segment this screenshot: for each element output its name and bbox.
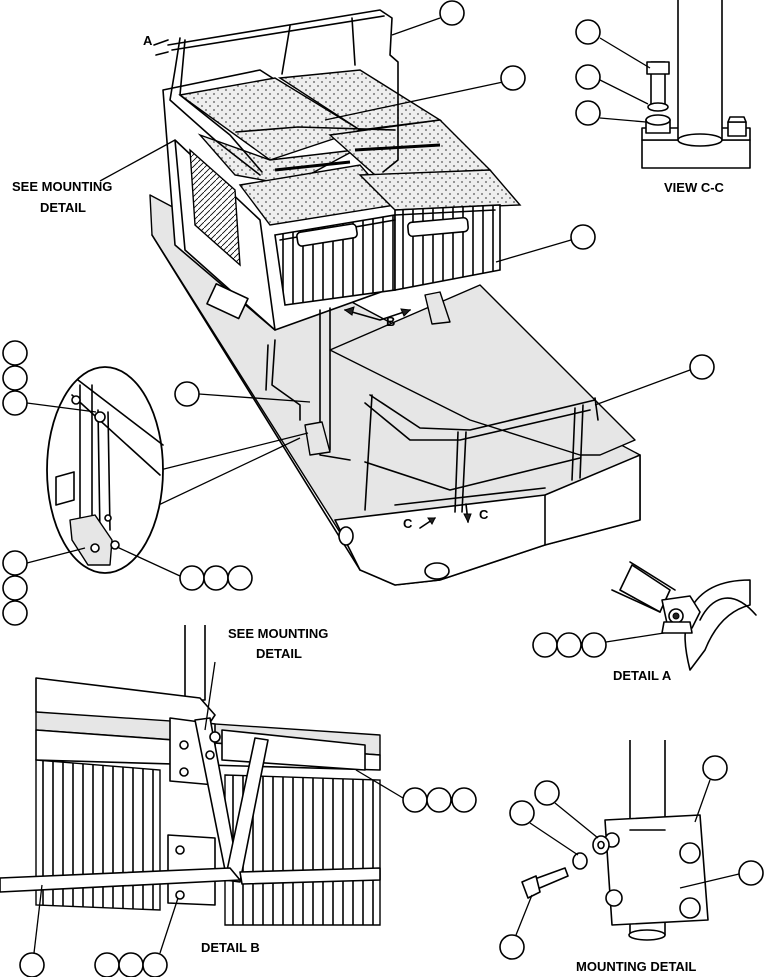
- view-a-label: A: [143, 33, 153, 48]
- view-c-right-label: C: [479, 507, 489, 522]
- callout-bubble: [203, 565, 229, 591]
- detail-b: [0, 625, 477, 977]
- callout-bubble: [532, 632, 558, 658]
- see-mounting-detail-top-line2: DETAIL: [40, 200, 86, 215]
- callout-bubble: [534, 780, 560, 806]
- callout-bubble: [509, 800, 535, 826]
- callout-bubble: [451, 787, 477, 813]
- view-c-left-label: C: [403, 516, 413, 531]
- view-cc-label: VIEW C-C: [664, 180, 725, 195]
- callout-bubble: [570, 224, 596, 250]
- callout-bubble: [575, 19, 601, 45]
- callout-bubble: [499, 934, 525, 960]
- callout-bubble: [142, 952, 168, 977]
- see-mounting-detail-bottom-line1: SEE MOUNTING: [228, 626, 328, 641]
- callout-bubble: [439, 0, 465, 26]
- view-b-label: B: [386, 314, 395, 329]
- callout-bubble: [2, 390, 28, 416]
- callout-bubble: [402, 787, 428, 813]
- callout-bubble: [227, 565, 253, 591]
- callout-bubble: [174, 381, 200, 407]
- callout-bubble: [575, 100, 601, 126]
- callout-bubble: [556, 632, 582, 658]
- callout-bubble: [500, 65, 526, 91]
- detail-a-label: DETAIL A: [613, 668, 672, 683]
- callout-bubble: [2, 575, 28, 601]
- mounting-detail: [499, 740, 764, 960]
- callout-bubble: [581, 632, 607, 658]
- callout-bubble: [94, 952, 120, 977]
- see-mounting-detail-bottom-line2: DETAIL: [256, 646, 302, 661]
- callout-bubble: [689, 354, 715, 380]
- view-cc-detail: [575, 0, 751, 169]
- mounting-zoom-oval: [2, 340, 309, 626]
- callout-bubble: [702, 755, 728, 781]
- callout-bubble: [19, 952, 45, 977]
- callout-bubble: [2, 600, 28, 626]
- mounting-detail-label: MOUNTING DETAIL: [576, 959, 696, 974]
- callout-bubble: [2, 365, 28, 391]
- callout-bubble: [2, 550, 28, 576]
- main-vehicle-view: [149, 9, 641, 586]
- main-view-callouts: [174, 0, 715, 407]
- see-mounting-top-leader: [99, 139, 176, 182]
- callout-bubble: [118, 952, 144, 977]
- see-mounting-detail-top-line1: SEE MOUNTING: [12, 179, 112, 194]
- callout-bubble: [426, 787, 452, 813]
- callout-bubble: [179, 565, 205, 591]
- detail-a: [532, 561, 757, 671]
- callout-bubble: [575, 64, 601, 90]
- callout-bubble: [738, 860, 764, 886]
- detail-b-label: DETAIL B: [201, 940, 260, 955]
- callout-bubble: [2, 340, 28, 366]
